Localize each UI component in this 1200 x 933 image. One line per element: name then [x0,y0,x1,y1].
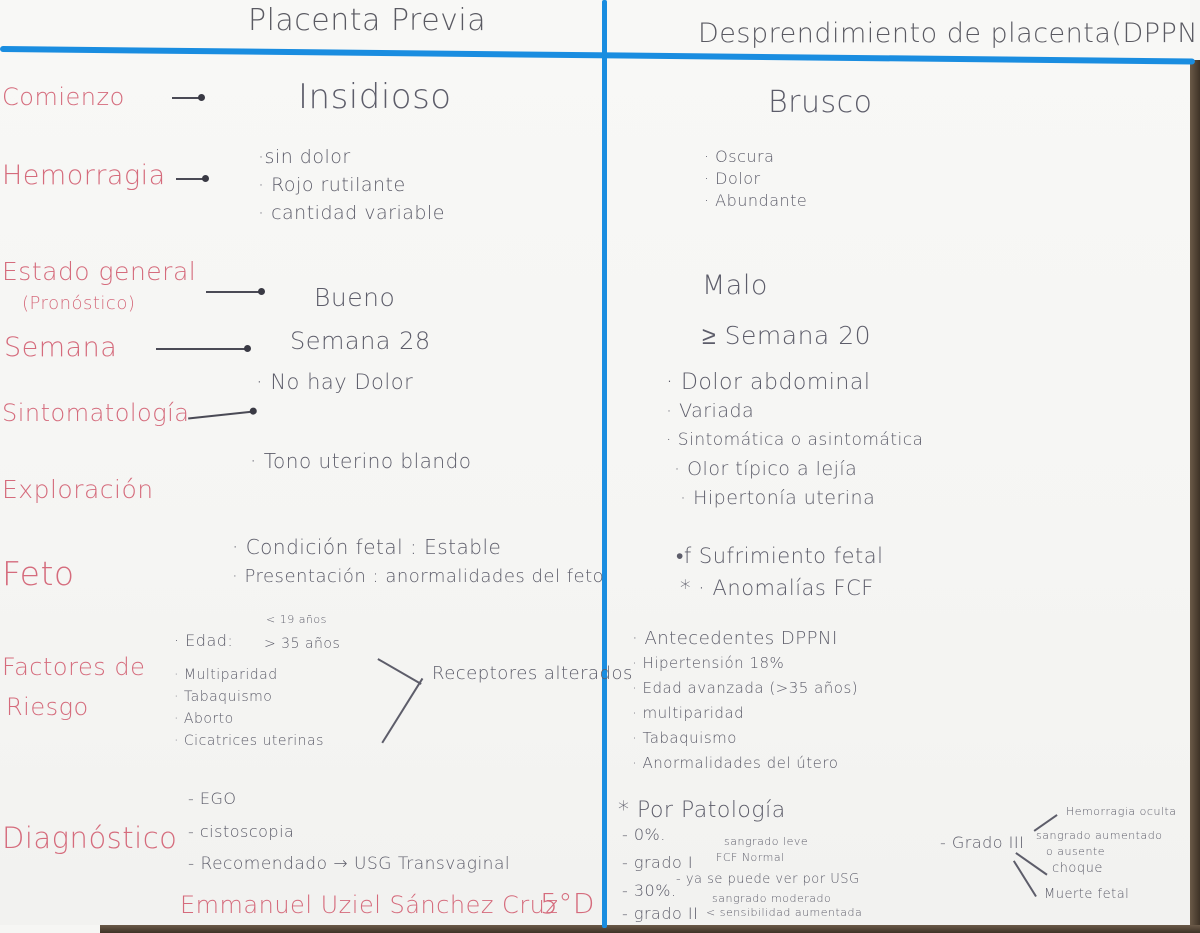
label-diagnostico: Diagnóstico [2,821,178,855]
list-item: - cistoscopia [188,822,295,841]
list-item: · Aborto [174,711,234,727]
list-item: · Antecedentes DPPNI [632,628,838,649]
previa-edad-val: > 35 años [264,636,341,652]
dppni-factores-list: · Antecedentes DPPNI · Hipertensión 18% … [632,626,858,776]
label-pronostico: (Pronóstico) [22,293,136,314]
list-item: * · Anomalías FCF [680,576,874,600]
dppni-semana: ≥ Semana 20 [702,321,872,350]
list-item: · multiparidad [632,704,745,722]
previa-edad-sup: < 19 años [266,613,327,626]
arrow-icon [206,288,265,295]
dppni-diag-30-note: - ya se puede ver por USG [676,872,860,887]
list-item: · Edad avanzada (>35 años) [632,679,859,697]
previa-factores-list: · Multiparidad · Tabaquismo · Aborto · C… [174,664,324,752]
list-item: · Oscura [704,147,775,166]
list-item: · Abundante [704,191,808,210]
list-item: · cantidad variable [258,202,445,224]
label-semana: Semana [4,332,118,363]
list-item: · Cicatrices uterinas [174,733,324,749]
list-item: · Anormalidades del útero [632,754,839,772]
label-hemorragia: Hemorragia [2,160,166,191]
grado3-branch: Hemorragia oculta [1066,805,1177,818]
label-factores: Factores de [2,653,146,681]
wood-background-right [1190,60,1200,933]
previa-semana: Semana 28 [290,327,431,355]
previa-feto-list: · Condición fetal : Estable · Presentaci… [232,532,604,592]
previa-hemorragia-list: ·sin dolor · Rojo rutilante · cantidad v… [258,143,445,227]
previa-edad: · Edad: [174,631,234,650]
previa-exploracion-list: · Tono uterino blando [250,450,472,473]
list-item: · Rojo rutilante [258,174,406,196]
dppni-hemorragia-list: · Oscura · Dolor · Abundante [704,146,807,212]
dppni-sintomatologia-list: · Dolor abdominal · Variada · Sintomátic… [666,368,923,513]
list-item: · Dolor [704,169,761,188]
list-item: · Tabaquismo [174,689,273,705]
dppni-comienzo: Brusco [768,85,873,120]
label-feto: Feto [2,554,75,593]
label-comienzo: Comienzo [2,83,125,111]
list-item: · No hay Dolor [256,370,414,394]
list-item: · Multiparidad [174,667,278,683]
label-estado-general: Estado general [2,257,197,286]
previa-diagnostico-list: - EGO - cistoscopia - Recomendado → USG … [188,782,510,881]
dppni-estado-general: Malo [702,270,768,301]
dppni-diag-0: - 0%. [622,825,666,844]
previa-estado-general: Bueno [314,283,396,312]
label-sintomatologia: Sintomatología [2,399,190,427]
dppni-diag-grado1-note-top: sangrado leve [724,835,809,848]
grado3-branch: choque [1052,861,1103,876]
label-riesgo: Riesgo [6,693,89,721]
previa-sintomatologia-list: · No hay Dolor [256,370,413,394]
list-item: •f Sufrimiento fetal [676,544,884,568]
arrow-icon [156,345,251,352]
vertical-divider [602,0,607,928]
list-item: · Dolor abdominal [666,370,871,395]
grado3-branch: Muerte fetal [1044,887,1130,902]
dppni-diag-grado1: - grado I [622,853,694,872]
dppni-diag-grado1-note-bottom: FCF Normal [716,851,785,864]
label-exploracion: Exploración [2,475,154,504]
list-item: · Condición fetal : Estable [232,535,502,559]
list-item: · Variada [666,400,755,422]
dppni-feto-list: •f Sufrimiento fetal * · Anomalías FCF [676,540,883,604]
arrow-icon [176,175,209,182]
list-item: · Hipertensión 18% [632,654,785,672]
list-item: · Tabaquismo [632,729,737,747]
grado3-branch: sangrado aumentado [1036,829,1163,842]
header-placenta-previa: Placenta Previa [248,3,487,38]
dppni-diag-grado2-note-top: sangrado moderado [712,892,832,905]
list-item: - Recomendado → USG Transvaginal [188,854,511,874]
previa-comienzo: Insidioso [298,77,452,117]
list-item: · Olor típico a lejía [674,458,858,480]
header-dppni: Desprendimiento de placenta(DPPNI) [698,18,1200,49]
list-item: · Hipertonía uterina [680,487,876,509]
list-item: · Sintomática o asintomática [666,430,924,450]
list-item: - EGO [188,789,237,808]
list-item: · Tono uterino blando [250,449,472,473]
dppni-diag-30: - 30%. [622,881,677,900]
author-name: Emmanuel Uziel Sánchez Cruz [180,891,559,919]
wood-background-bottom [100,925,1200,933]
list-item: · Presentación : anormalidades del feto [232,566,605,587]
grado3-branch: o ausente [1046,845,1105,858]
list-item: ·sin dolor [258,146,351,168]
previa-receptores-note: Receptores alterados [432,663,633,684]
dppni-diag-grado2: - grado II [622,904,699,923]
dppni-diag-grado2-note-bottom: < sensibilidad aumentada [706,906,863,919]
dppni-grado3-label: - Grado III [940,833,1025,852]
arrow-icon [172,94,205,101]
dppni-diag-heading: * Por Patología [618,798,786,823]
author-group: 5°D [540,887,595,920]
